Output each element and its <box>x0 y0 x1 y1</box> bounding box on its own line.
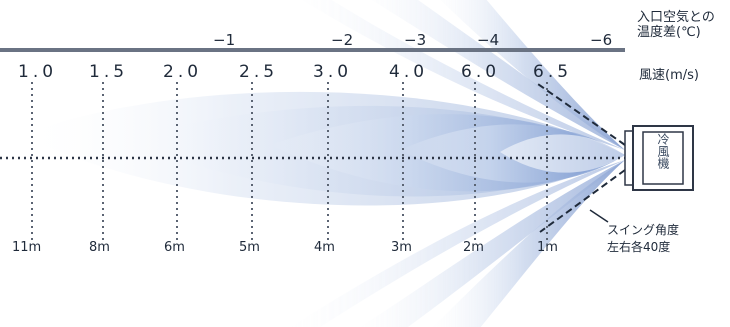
distance-value: 11m <box>12 240 41 255</box>
speed-value: 3.0 <box>313 62 352 82</box>
swing-angle-label: スイング角度 左右各40度 <box>607 222 679 256</box>
temperature-value: −4 <box>477 31 499 49</box>
temperature-header-line2: 温度差(℃) <box>637 25 715 40</box>
temperature-value: −6 <box>590 31 612 49</box>
temperature-header: 入口空気との 温度差(℃) <box>637 10 715 40</box>
temperature-value: −3 <box>404 31 426 49</box>
swing-callout-leader <box>590 210 608 222</box>
distance-value: 1m <box>537 240 558 255</box>
swing-angle-label-line2: 左右各40度 <box>607 239 679 256</box>
distance-value: 5m <box>239 240 260 255</box>
speed-value: 1.5 <box>89 62 128 82</box>
horizontal-airflow-lobes <box>20 92 625 206</box>
speed-value: 1.0 <box>18 62 57 82</box>
distance-value: 6m <box>164 240 185 255</box>
distance-value: 8m <box>89 240 110 255</box>
distance-value: 4m <box>314 240 335 255</box>
temperature-header-line1: 入口空気との <box>637 10 715 25</box>
speed-value: 2.0 <box>163 62 202 82</box>
speed-header: 風速(m/s) <box>639 64 699 83</box>
speed-value: 6.5 <box>533 62 572 82</box>
temperature-value: −2 <box>331 31 353 49</box>
speed-value: 2.5 <box>239 62 278 82</box>
speed-value: 6.0 <box>461 62 500 82</box>
temperature-value: −1 <box>213 31 235 49</box>
speed-value: 4.0 <box>389 62 428 82</box>
distance-value: 3m <box>391 240 412 255</box>
swing-angle-label-line1: スイング角度 <box>607 222 679 239</box>
distance-value: 2m <box>463 240 484 255</box>
cooling-unit-label: 冷風機 <box>655 133 672 169</box>
